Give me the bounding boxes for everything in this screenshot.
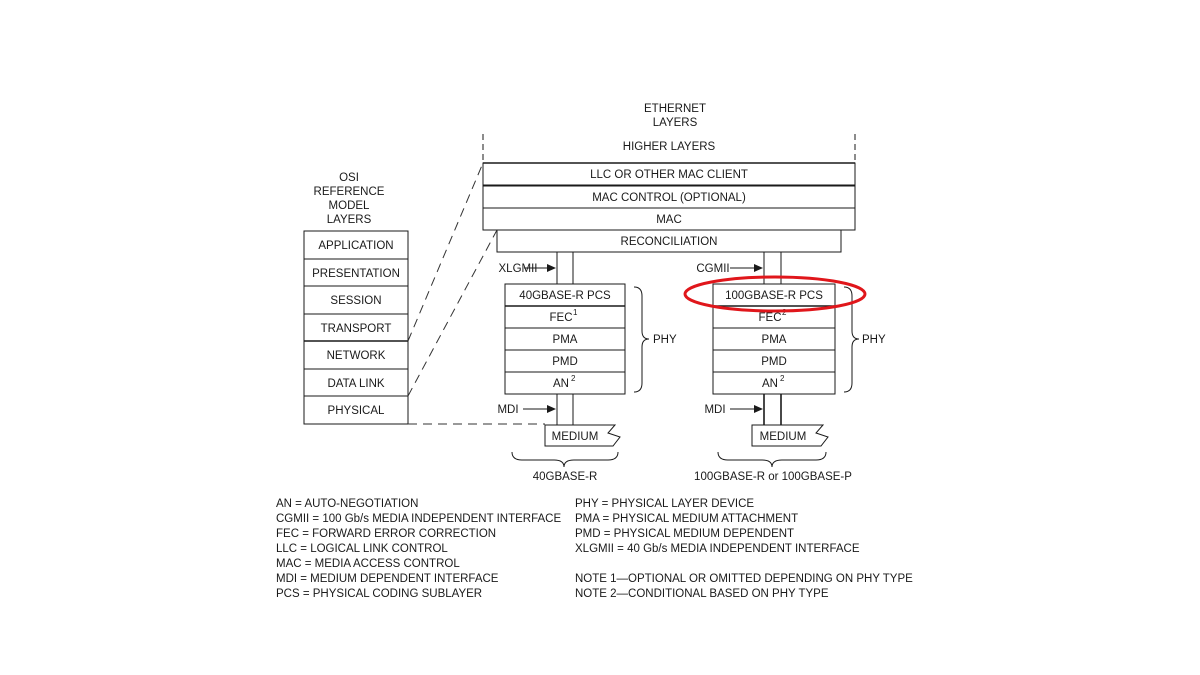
legend-right-item: PMD = PHYSICAL MEDIUM DEPENDENT [575, 528, 794, 540]
mac-layer-label: MAC [656, 214, 682, 226]
osi-layer-network: NETWORK [327, 350, 386, 362]
phy-stack-100g [712, 283, 836, 395]
osi-stack [303, 230, 409, 425]
medium-40g-box [544, 424, 621, 447]
fec-100g-label: FEC [759, 312, 782, 324]
mapping-line-physical-top [407, 229, 498, 397]
an-100g-note: 2 [780, 374, 785, 383]
pmd-100g-label: PMD [761, 356, 787, 368]
xlgmii-arrowhead [547, 264, 556, 272]
phy-brace-40g [633, 286, 650, 393]
fec-100g-note: 2 [782, 308, 787, 317]
legend-left-item: AN = AUTO-NEGOTIATION [276, 498, 418, 510]
an-40g-note: 2 [571, 374, 576, 383]
legend-left-item: LLC = LOGICAL LINK CONTROL [276, 543, 448, 555]
legend-left-item: MAC = MEDIA ACCESS CONTROL [276, 558, 460, 570]
legend-left-item: FEC = FORWARD ERROR CORRECTION [276, 528, 496, 540]
note-2: NOTE 2—CONDITIONAL BASED ON PHY TYPE [575, 588, 829, 600]
legend-left-item: PCS = PHYSICAL CODING SUBLAYER [276, 588, 482, 600]
higher-layers-label: HIGHER LAYERS [623, 141, 716, 153]
brace-100g-bottom [717, 451, 827, 468]
osi-layer-session: SESSION [330, 295, 381, 307]
mdi-40g-label: MDI [497, 404, 518, 416]
ethernet-layers-title-line2: LAYERS [653, 117, 698, 129]
cgmii-label: CGMII [696, 263, 729, 275]
medium-100g-box [751, 424, 829, 447]
fec-40g-note: 1 [573, 308, 578, 317]
legend-left-item: CGMII = 100 Gb/s MEDIA INDEPENDENT INTER… [276, 513, 561, 525]
pma-100g-label: PMA [762, 334, 787, 346]
pma-40g-label: PMA [553, 334, 578, 346]
stack-40g-label: 40GBASE-R [533, 471, 598, 483]
xlgmii-label: XLGMII [499, 263, 538, 275]
osi-layer-presentation: PRESENTATION [312, 268, 400, 280]
osi-layer-transport: TRANSPORT [321, 323, 392, 335]
osi-title-line4: LAYERS [327, 214, 372, 226]
osi-title-line3: MODEL [329, 200, 371, 212]
legend-left-item: MDI = MEDIUM DEPENDENT INTERFACE [276, 573, 499, 585]
mapping-line-datalink-top [407, 162, 484, 342]
mdi-100g-label: MDI [704, 404, 725, 416]
mdi-100g-arrowhead [754, 405, 763, 413]
pcs-40g-label: 40GBASE-R PCS [519, 290, 611, 302]
mdi-40g-arrowhead [547, 405, 556, 413]
an-100g-label: AN [762, 378, 778, 390]
pcs-100g-label: 100GBASE-R PCS [725, 290, 823, 302]
legend-right-item: XLGMII = 40 Gb/s MEDIA INDEPENDENT INTER… [575, 543, 860, 555]
osi-title-line2: REFERENCE [314, 186, 385, 198]
legend-right-item: PHY = PHYSICAL LAYER DEVICE [575, 498, 754, 510]
osi-layer-application: APPLICATION [318, 240, 393, 252]
medium-40g-label: MEDIUM [552, 431, 599, 443]
ethernet-layers-title-line1: ETHERNET [644, 103, 706, 115]
reconciliation-layer [496, 229, 842, 253]
phy-brace-100g [843, 286, 860, 393]
legend-right-item: PMA = PHYSICAL MEDIUM ATTACHMENT [575, 513, 798, 525]
stack-100g-label: 100GBASE-R or 100GBASE-P [694, 471, 852, 483]
brace-40g-bottom [511, 451, 619, 468]
phy-100g-label: PHY [862, 334, 886, 346]
highlight-ellipse [683, 275, 867, 313]
osi-layer-data-link: DATA LINK [327, 378, 384, 390]
osi-title-line1: OSI [339, 172, 359, 184]
medium-100g-label: MEDIUM [760, 431, 807, 443]
fec-40g-label: FEC [550, 312, 573, 324]
mac-control-layer-label: MAC CONTROL (OPTIONAL) [592, 192, 746, 204]
phy-40g-label: PHY [653, 334, 677, 346]
cgmii-arrowhead [754, 264, 763, 272]
note-1: NOTE 1—OPTIONAL OR OMITTED DEPENDING ON … [575, 573, 913, 585]
pmd-40g-label: PMD [552, 356, 578, 368]
an-40g-label: AN [553, 378, 569, 390]
reconciliation-layer-label: RECONCILIATION [621, 236, 718, 248]
llc-layer-label: LLC OR OTHER MAC CLIENT [590, 169, 748, 181]
phy-stack-40g [504, 283, 626, 395]
osi-layer-physical: PHYSICAL [328, 405, 385, 417]
